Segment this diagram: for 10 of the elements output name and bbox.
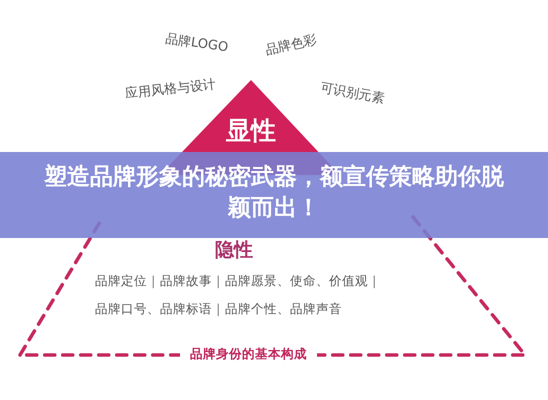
triangle-label: 显性 (225, 115, 277, 147)
feature-label: 品牌色彩 (264, 32, 318, 60)
feature-label: 品牌LOGO (164, 30, 230, 56)
text-line: 品牌定位｜品牌故事｜品牌愿景、使命、价值观｜ (95, 273, 381, 290)
title-banner: 塑造品牌形象的秘密武器，额宣传策略助你脱颖而出！ (0, 152, 548, 238)
feature-label: 应用风格与设计 (124, 76, 217, 103)
text-line: 品牌口号、品牌标语｜品牌个性、品牌声音 (95, 301, 342, 318)
feature-label: 可识别元素 (318, 79, 386, 108)
section-heading: 隐性 (215, 238, 253, 263)
base-caption: 品牌身份的基本构成 (180, 346, 317, 363)
